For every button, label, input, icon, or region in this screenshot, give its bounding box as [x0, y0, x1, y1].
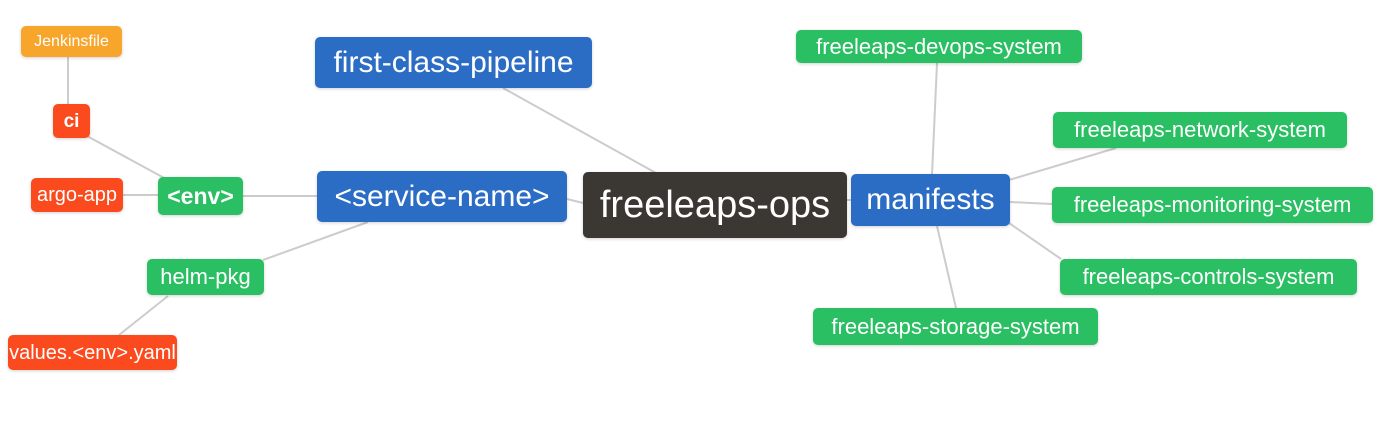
- node-label: freeleaps-controls-system: [1082, 264, 1335, 289]
- node-label: first-class-pipeline: [333, 45, 574, 79]
- node-argo-app[interactable]: argo-app: [31, 178, 123, 212]
- node-label: helm-pkg: [160, 264, 251, 289]
- node-freeleaps-ops[interactable]: freeleaps-ops: [583, 172, 847, 238]
- node-label: <env>: [167, 182, 234, 209]
- node-label: freeleaps-storage-system: [831, 313, 1080, 339]
- node-manifests[interactable]: manifests: [851, 174, 1010, 226]
- edge-service-name-to-helm-pkg: [262, 221, 369, 261]
- node-label: values.<env>.yaml: [9, 341, 176, 364]
- node-label: freeleaps-monitoring-system: [1073, 192, 1352, 217]
- node-first-class-pipeline[interactable]: first-class-pipeline: [315, 37, 592, 88]
- node-storage-system[interactable]: freeleaps-storage-system: [813, 308, 1098, 345]
- node-label: freeleaps-devops-system: [816, 33, 1062, 59]
- edge-service-name-to-freeleaps-ops: [566, 198, 584, 204]
- edge-ci-to-env: [86, 135, 167, 180]
- node-label: freeleaps-network-system: [1074, 117, 1326, 142]
- edge-manifests-to-monitoring-system: [1009, 201, 1053, 205]
- node-env[interactable]: <env>: [158, 177, 243, 215]
- node-ci[interactable]: ci: [53, 104, 90, 138]
- edge-manifests-to-network-system: [1008, 147, 1117, 181]
- node-service-name[interactable]: <service-name>: [317, 171, 567, 222]
- node-label: argo-app: [36, 184, 118, 206]
- node-label: Jenkinsfile: [34, 32, 109, 50]
- node-values-env-yaml[interactable]: values.<env>.yaml: [8, 335, 177, 370]
- node-label: manifests: [866, 183, 995, 216]
- node-devops-system[interactable]: freeleaps-devops-system: [796, 30, 1082, 63]
- node-label: freeleaps-ops: [599, 184, 831, 226]
- node-network-system[interactable]: freeleaps-network-system: [1053, 112, 1347, 148]
- node-label: ci: [63, 110, 80, 132]
- node-helm-pkg[interactable]: helm-pkg: [147, 259, 264, 295]
- node-jenkinsfile[interactable]: Jenkinsfile: [21, 26, 122, 57]
- node-controls-system[interactable]: freeleaps-controls-system: [1060, 259, 1357, 295]
- edge-manifests-to-controls-system: [1008, 222, 1062, 260]
- edge-manifests-to-storage-system: [936, 225, 957, 309]
- edge-first-class-pipeline-to-freeleaps-ops: [502, 87, 657, 174]
- node-monitoring-system[interactable]: freeleaps-monitoring-system: [1052, 187, 1373, 223]
- edge-helm-pkg-to-values-env-yaml: [118, 295, 169, 336]
- edge-manifests-to-devops-system: [931, 62, 938, 176]
- node-label: <service-name>: [334, 179, 550, 213]
